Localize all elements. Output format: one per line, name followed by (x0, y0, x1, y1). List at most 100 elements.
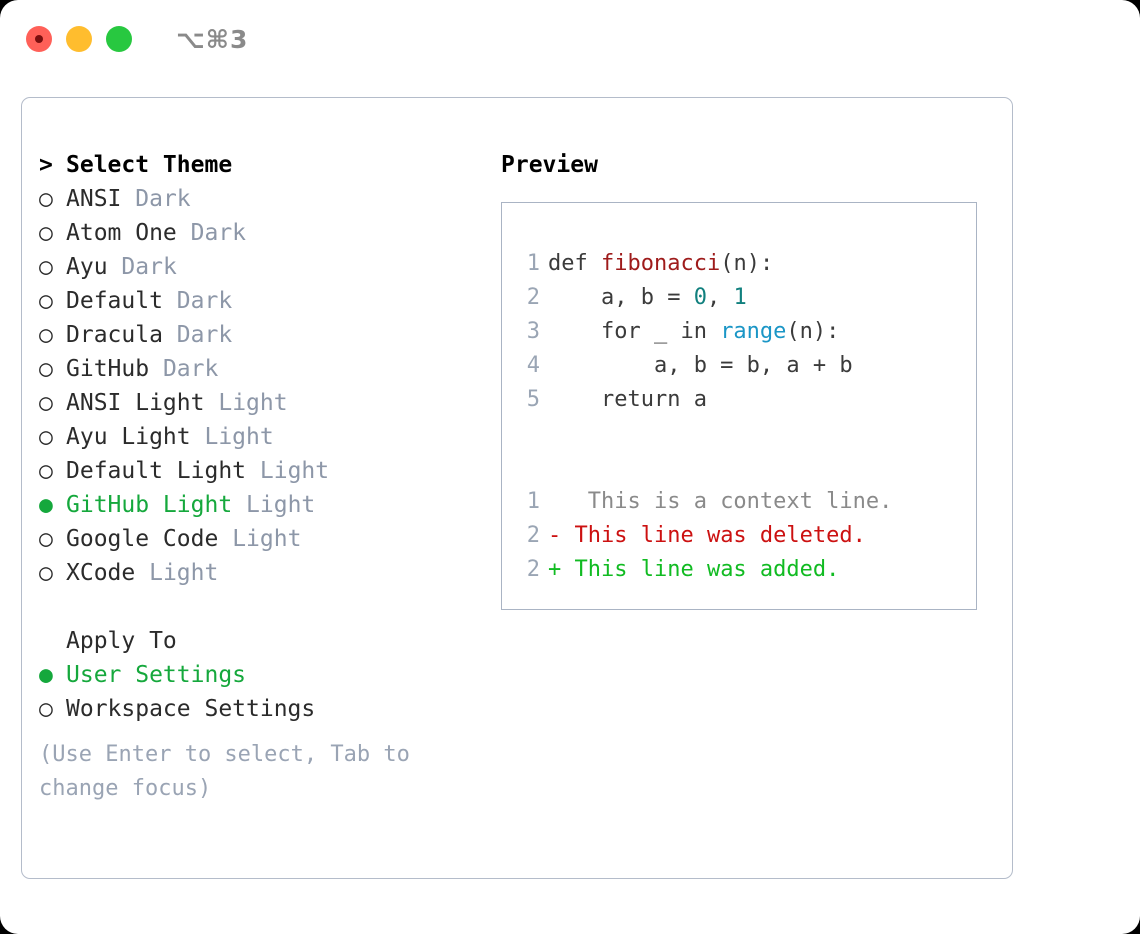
theme-variant-label: Light (149, 560, 219, 586)
radio-unselected-icon[interactable]: ○ (39, 322, 53, 348)
radio-unselected-icon[interactable]: ○ (39, 424, 53, 450)
radio-unselected-icon[interactable]: ○ (39, 220, 53, 246)
radio-selected-icon[interactable]: ● (39, 662, 53, 688)
list-spacer (39, 590, 479, 624)
radio-unselected-icon[interactable]: ○ (39, 458, 53, 484)
line-number: 2 (526, 523, 540, 548)
theme-variant-label: Light (246, 492, 316, 518)
diff-sign: + (548, 557, 562, 582)
diff-line-added: 2 + This line was added. (502, 553, 976, 587)
preview-column: Preview 1 def fibonacci(n): 2 a, b = 0, … (501, 148, 981, 610)
apply-to-option-user-settings[interactable]: ●User Settings (39, 658, 479, 692)
radio-unselected-icon[interactable]: ○ (39, 560, 53, 586)
main-panel: >Select Theme ○ANSI Dark ○Atom One Dark … (21, 97, 1013, 879)
line-number: 2 (526, 285, 540, 310)
theme-list-item-default-dark[interactable]: ○Default Dark (39, 284, 479, 318)
maximize-button-icon[interactable] (106, 26, 132, 52)
theme-list-item-ayu-light[interactable]: ○ Ayu Light Light (39, 420, 479, 454)
preview-heading: Preview (501, 152, 598, 178)
theme-list-item-ansi-dark[interactable]: ○ ANSI Dark (39, 182, 479, 216)
radio-unselected-icon[interactable]: ○ (39, 696, 53, 722)
window-controls (26, 26, 132, 52)
theme-name-label: Ayu Light (66, 424, 191, 450)
line-number: 1 (526, 251, 540, 276)
theme-name-label: Default Light (66, 458, 247, 484)
theme-variant-label: Dark (162, 356, 219, 382)
line-number: 1 (526, 489, 540, 514)
theme-variant-label: Dark (176, 288, 233, 314)
preview-panel: 1 def fibonacci(n): 2 a, b = 0, 1 3 for … (501, 202, 977, 610)
theme-variant-label: Light (259, 458, 330, 484)
prompt-caret-icon: > (39, 152, 53, 178)
minimize-button-icon[interactable] (66, 26, 92, 52)
code-content: a, b = b, a + b (548, 353, 853, 378)
blank-marker: ○ (39, 624, 66, 658)
code-line: 1 def fibonacci(n): (502, 247, 976, 281)
line-number: 3 (526, 319, 540, 344)
theme-name-label: GitHub (66, 356, 150, 382)
number-token: 0 (693, 285, 707, 310)
line-number: 2 (526, 557, 540, 582)
function-name-token: fibonacci (600, 251, 721, 276)
radio-unselected-icon[interactable]: ○ (39, 288, 53, 314)
theme-name-label: Ayu (66, 254, 108, 280)
radio-selected-icon[interactable]: ● (39, 492, 53, 518)
theme-list-item-atom-one-dark[interactable]: ○ Atom One Dark (39, 216, 479, 250)
code-line: 4 a, b = b, a + b (502, 349, 976, 383)
diff-line-deleted: 2 - This line was deleted. (502, 519, 976, 553)
code-content: def fibonacci(n): (548, 251, 774, 276)
theme-variant-label: Dark (121, 254, 177, 280)
theme-list-item-google-code[interactable]: ○ Google Code Light (39, 522, 479, 556)
theme-name-label: Dracula (66, 322, 163, 348)
code-line: 2 a, b = 0, 1 (502, 281, 976, 315)
code-content: return a (548, 387, 707, 412)
theme-list-item-github-light[interactable]: ● GitHub Light Light (39, 488, 479, 522)
theme-variant-label: Light (204, 424, 274, 450)
theme-list-item-default-light[interactable]: ○ Default Light Light (39, 454, 479, 488)
theme-name-label: Atom One (66, 220, 177, 246)
close-button-icon[interactable] (26, 26, 52, 52)
line-number: 5 (526, 387, 540, 412)
keyboard-shortcut-label: ⌥⌘3 (176, 24, 249, 54)
theme-name-label: ANSI (66, 186, 122, 212)
radio-unselected-icon[interactable]: ○ (39, 254, 53, 280)
diff-content: - This line was deleted. (548, 523, 866, 548)
diff-sign: - (548, 523, 562, 548)
titlebar: ⌥⌘3 (0, 0, 1140, 78)
theme-name-label: GitHub Light (66, 492, 233, 518)
theme-name-label: ANSI Light (66, 390, 205, 416)
theme-variant-label: Light (232, 526, 302, 552)
theme-name-label: Google Code (66, 526, 219, 552)
theme-variant-label: Dark (190, 220, 247, 246)
diff-line-context: 1 This is a context line. (502, 485, 976, 519)
theme-list-item-ansi-light[interactable]: ○ ANSI Light Light (39, 386, 479, 420)
code-content: a, b = 0, 1 (548, 285, 747, 310)
theme-list-item-github-dark[interactable]: ○ GitHub Dark (39, 352, 479, 386)
theme-list-item-ayu-dark[interactable]: ○ Ayu Dark (39, 250, 479, 284)
theme-list-header-label: Select Theme (66, 152, 233, 178)
code-content: for _ in range(n): (548, 319, 840, 344)
radio-unselected-icon[interactable]: ○ (39, 526, 53, 552)
theme-variant-label: Light (218, 390, 288, 416)
diff-sign (548, 489, 561, 514)
theme-list-item-dracula-dark[interactable]: ○ Dracula Dark (39, 318, 479, 352)
keyboard-hint-text: (Use Enter to select, Tab to change focu… (39, 742, 410, 801)
builtin-token: range (720, 319, 787, 344)
code-blank-line (502, 451, 976, 485)
radio-unselected-icon[interactable]: ○ (39, 390, 53, 416)
theme-variant-label: Dark (135, 186, 191, 212)
diff-content: This is a context line. (548, 485, 893, 519)
theme-list-item-xcode[interactable]: ○ XCode Light (39, 556, 479, 590)
theme-list-header: > Select Theme (39, 148, 479, 182)
number-token: 1 (733, 285, 747, 310)
theme-name-label: XCode (66, 560, 136, 586)
code-blank-line (502, 417, 976, 451)
theme-variant-label: Dark (176, 322, 233, 348)
apply-to-option-label: Workspace Settings (66, 696, 316, 722)
apply-to-section-label: ○Apply To (39, 624, 479, 658)
radio-unselected-icon[interactable]: ○ (39, 356, 53, 382)
theme-selector-column: >Select Theme ○ANSI Dark ○Atom One Dark … (39, 148, 479, 806)
radio-unselected-icon[interactable]: ○ (39, 186, 53, 212)
apply-to-option-workspace-settings[interactable]: ○ Workspace Settings (39, 692, 479, 726)
